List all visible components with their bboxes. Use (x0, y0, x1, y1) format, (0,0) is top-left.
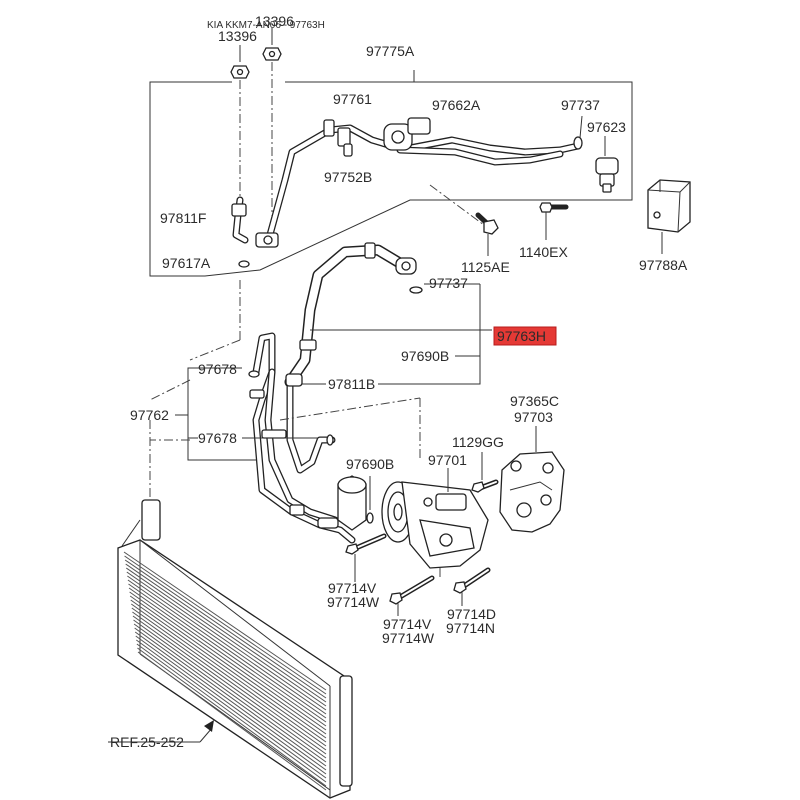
part-label-97788A[interactable]: 97788A (639, 257, 688, 273)
highlight-box (493, 326, 557, 346)
condenser-fin (128, 583, 327, 723)
part-label-1129GG[interactable]: 1129GG (452, 434, 504, 450)
o-ring-icon[interactable] (248, 370, 260, 378)
part-label-97678[interactable]: 97678 (198, 430, 237, 446)
sensor-icon[interactable] (647, 179, 691, 233)
arrow-icon (199, 720, 214, 743)
part-label-97690B[interactable]: 97690B (346, 456, 394, 472)
bolt-icon[interactable] (389, 575, 435, 605)
condenser-fin (135, 635, 327, 775)
part-label-97775A[interactable]: 97775A (366, 43, 415, 59)
condenser-fin (124, 559, 327, 699)
condenser-fin (133, 623, 327, 763)
hose-f[interactable] (231, 196, 279, 248)
condenser-fin (130, 599, 327, 739)
part-label-97690B[interactable]: 97690B (401, 348, 449, 364)
condenser-fin (125, 567, 327, 707)
part-label-97714W[interactable]: 97714W (382, 630, 435, 646)
part-label-1140EX[interactable]: 1140EX (519, 244, 568, 260)
compressor-icon[interactable] (337, 475, 489, 569)
part-label-97752B[interactable]: 97752B (324, 169, 372, 185)
header-title: KIA KKM7-AN06 - 97763H (207, 20, 325, 31)
part-label-97737[interactable]: 97737 (561, 97, 600, 113)
assembly-frame (149, 70, 633, 277)
o-ring-icon[interactable] (238, 260, 250, 268)
condenser-fin (127, 575, 327, 715)
o-ring-icon[interactable] (409, 286, 423, 294)
part-label-97703[interactable]: 97703 (514, 409, 553, 425)
bracket-icon[interactable] (499, 451, 565, 533)
part-label-97662A[interactable]: 97662A (432, 97, 481, 113)
part-label-97714V[interactable]: 97714V (383, 616, 432, 632)
bolt-icon[interactable] (471, 479, 499, 493)
part-label-97714N[interactable]: 97714N (446, 620, 495, 636)
condenser-fin (136, 639, 327, 779)
o-ring-icon[interactable] (366, 512, 374, 524)
condenser-fin (129, 595, 327, 735)
suction-pipe[interactable] (264, 117, 582, 246)
part-label-13396[interactable]: 13396 (255, 13, 294, 29)
condenser-fin (124, 555, 327, 695)
discharge-hose[interactable] (284, 242, 417, 388)
cap-icon[interactable] (595, 157, 619, 193)
condenser-fin (133, 619, 327, 759)
condenser-fin (134, 631, 327, 771)
part-label-13396[interactable]: 13396 (218, 28, 257, 44)
condenser-fin (137, 647, 327, 787)
bolt-icon[interactable] (539, 202, 569, 213)
condenser-fin (127, 579, 327, 719)
part-label-97714D[interactable]: 97714D (447, 606, 496, 622)
part-label-97811B[interactable]: 97811B (328, 376, 375, 392)
condenser-fin (132, 615, 327, 755)
part-label-97365C[interactable]: 97365C (510, 393, 559, 409)
condenser-fin (128, 587, 327, 727)
part-label-97714V[interactable]: 97714V (328, 580, 377, 596)
part-label-97763H[interactable]: 97763H (497, 328, 546, 344)
clip-icon[interactable] (337, 127, 353, 157)
condenser-fin (134, 627, 327, 767)
nut-icon[interactable] (262, 28, 282, 61)
condenser-fin (129, 591, 327, 731)
condenser-fin (125, 563, 327, 703)
ref-label[interactable]: REF.25-252 (110, 734, 184, 750)
condenser-fins (123, 551, 327, 791)
condenser-fin (126, 571, 327, 711)
part-label-97617A[interactable]: 97617A (162, 255, 211, 271)
part-label-97811F[interactable]: 97811F (160, 210, 206, 226)
condenser-fin (137, 651, 327, 791)
part-label-97762[interactable]: 97762 (130, 407, 169, 423)
part-label-1125AE[interactable]: 1125AE (461, 259, 510, 275)
part-label-97761[interactable]: 97761 (333, 91, 372, 107)
o-ring-icon[interactable] (326, 434, 334, 446)
bolt-icon[interactable] (475, 212, 499, 235)
condenser-fin (131, 607, 327, 747)
pipe-group[interactable] (249, 332, 356, 544)
bolt-icon[interactable] (345, 533, 387, 555)
condenser-fin (132, 611, 327, 751)
bolt-icon[interactable] (453, 567, 491, 594)
part-label-97623[interactable]: 97623 (587, 119, 626, 135)
part-label-97714W[interactable]: 97714W (327, 594, 380, 610)
o-ring-icon[interactable] (573, 136, 583, 150)
nut-icon[interactable] (230, 45, 250, 79)
condenser-fin (130, 603, 327, 743)
condenser-fin (136, 643, 327, 783)
part-label-97701[interactable]: 97701 (428, 452, 467, 468)
condenser-fin (123, 551, 327, 691)
part-label-97678[interactable]: 97678 (198, 361, 237, 377)
condenser-icon[interactable] (117, 499, 353, 799)
part-label-97737[interactable]: 97737 (429, 275, 468, 291)
